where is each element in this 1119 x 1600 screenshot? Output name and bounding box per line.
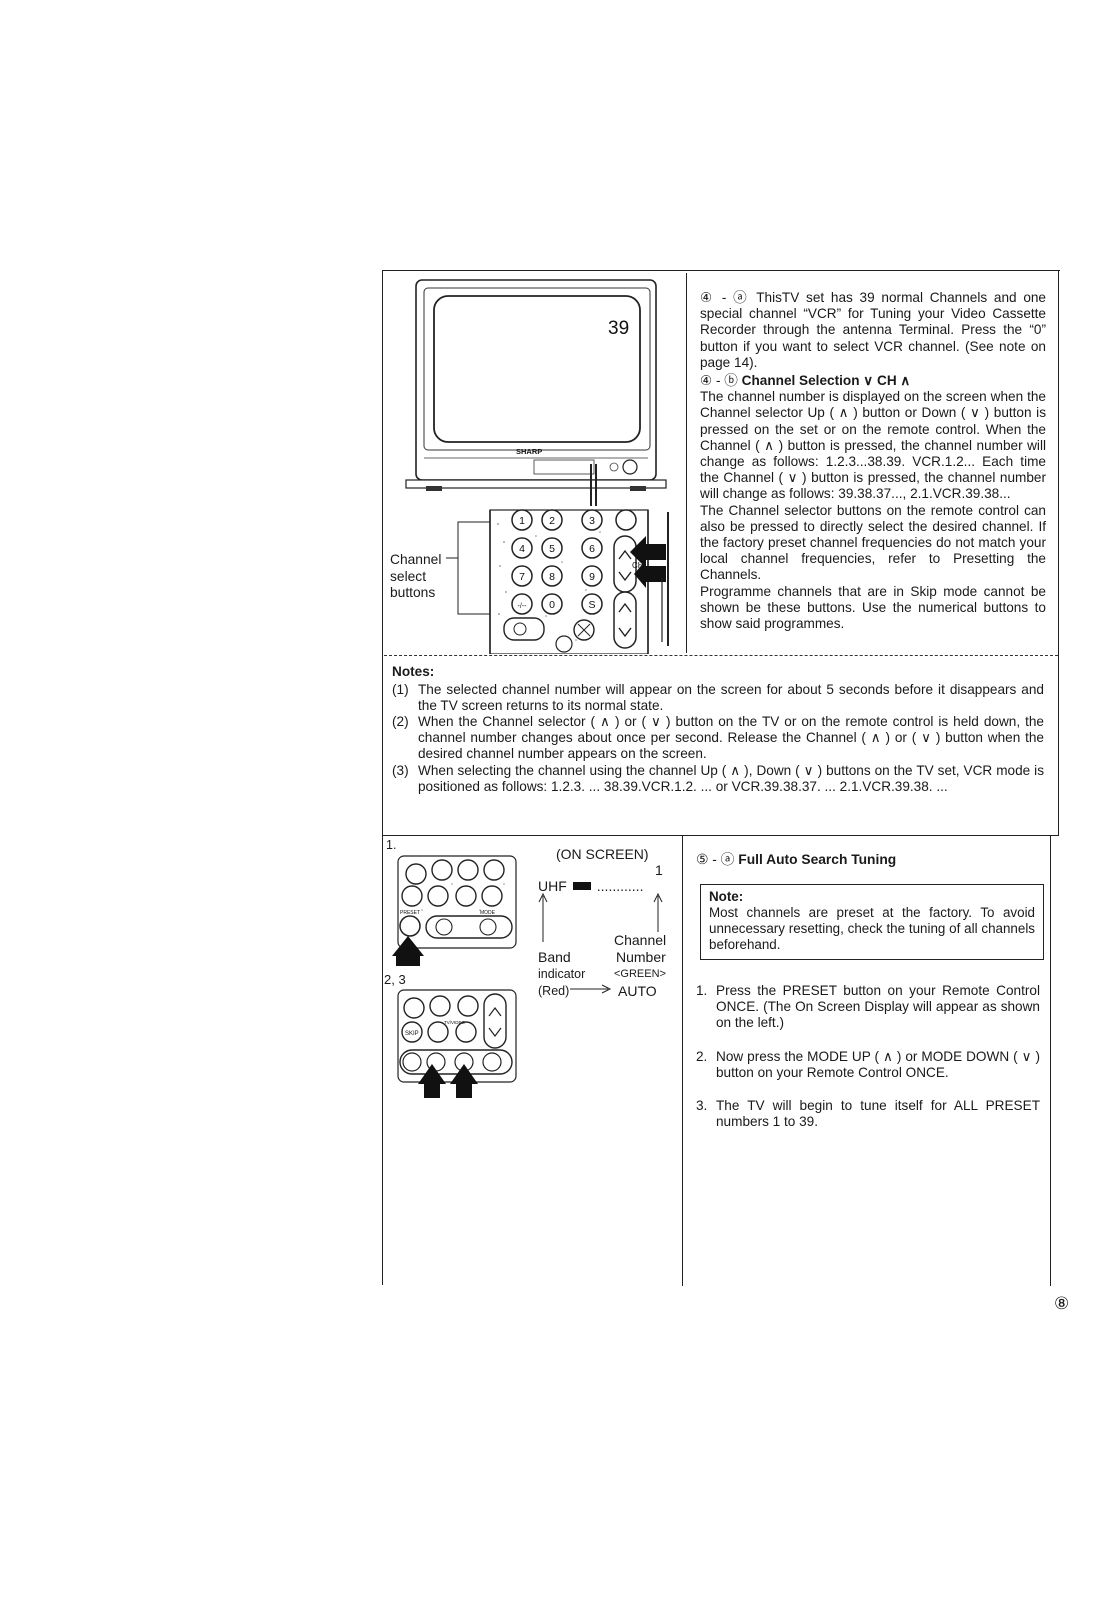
top-column-divider (686, 273, 687, 653)
arrow-mode-up-icon (418, 1064, 446, 1098)
para-4b-body-3: Programme channels that are in Skip mode… (700, 583, 1046, 632)
osd-dots: ............ (596, 878, 644, 894)
step-number: 3. (696, 1098, 708, 1114)
step-item: 3. The TV will begin to tune itself for … (696, 1098, 1040, 1130)
note-number: (2) (392, 714, 409, 730)
note-item: (2) When the Channel selector ( ∧ ) or (… (392, 714, 1044, 761)
para-4b-heading-line: ④ - ⓑ Channel Selection ∨ CH ∧ (700, 373, 1046, 389)
osd-band-indicator (572, 882, 591, 890)
note-number: (1) (392, 681, 409, 697)
para-4b-body-1: The channel number is displayed on the s… (700, 389, 1046, 502)
arrow-ch-up-icon (630, 536, 666, 568)
osd-channel-label: Channel (614, 932, 667, 948)
osd-band-label: Band (538, 949, 571, 965)
note-box-text: Most channels are preset at the factory.… (709, 905, 1035, 952)
frame-right-rule (1058, 270, 1059, 836)
frame-left-rule (382, 270, 383, 1285)
note-item: (1) The selected channel number will app… (392, 682, 1044, 714)
section-5-heading-line: ⑤ - ⓐ Full Auto Search Tuning (696, 848, 896, 868)
para-4b-marker: ④ - ⓑ (700, 373, 738, 389)
key-dash: -/-- (518, 603, 528, 610)
bottom-column-divider (682, 836, 683, 1286)
note-number: (3) (392, 762, 409, 778)
callout-line-1: Channel (390, 552, 442, 567)
ch-label: CH (632, 561, 644, 570)
step-item: 2. Now press the MODE UP ( ∧ ) or MODE D… (696, 1049, 1040, 1081)
key-4: 4 (519, 543, 525, 555)
remote-tvvideo-label: TV/VIDEO (444, 1020, 466, 1025)
osd-band: UHF (538, 878, 567, 894)
key-3: 3 (589, 515, 595, 527)
on-screen-caption: (ON SCREEN) (556, 846, 649, 862)
note-box-heading: Note: (709, 889, 744, 904)
callout-line-3: buttons (390, 585, 436, 600)
tv-screen-number: 39 (608, 318, 629, 339)
tv-remote-illustration: 39 SHARP 1 2 3 4 5 6 7 8 9 -/-- 0 (405, 279, 669, 654)
section-5-marker: ⑤ - ⓐ (696, 852, 735, 867)
section-4-text: ④ - ⓐ ThisTV set has 39 normal Channels … (700, 290, 1046, 632)
osd-auto-label: AUTO (618, 983, 657, 999)
tv-screen (433, 295, 641, 443)
osd-leader-lines (538, 892, 663, 994)
notes-bottom-rule (382, 835, 1059, 836)
osd-line: UHF ............ (538, 878, 643, 894)
step-text: Now press the MODE UP ( ∧ ) or MODE DOWN… (716, 1048, 1040, 1080)
step-number: 1. (696, 983, 708, 998)
key-5: 5 (549, 543, 555, 555)
step-23-label: 2, 3 (384, 972, 406, 987)
callout-line-2: select (390, 568, 427, 584)
step-number: 2. (696, 1048, 708, 1064)
note-item: (3) When selecting the channel using the… (392, 763, 1044, 795)
para-4a: ④ - ⓐ ThisTV set has 39 normal Channels … (700, 290, 1046, 371)
key-0: 0 (549, 599, 555, 611)
key-2: 2 (549, 515, 555, 527)
para-4a-body: ThisTV set has 39 normal Channels and on… (700, 290, 1046, 370)
key-1: 1 (519, 515, 525, 527)
frame-top-rule (382, 270, 1060, 271)
notes-heading: Notes: (392, 664, 435, 679)
key-s: S (588, 599, 595, 611)
step-text: The TV will begin to tune itself for ALL… (716, 1098, 1040, 1130)
remote-skip-label: SKIP (405, 1031, 419, 1037)
section-5-note-box: Note: Most channels are preset at the fa… (700, 884, 1044, 960)
dashed-separator (384, 655, 1058, 656)
key-6: 6 (589, 543, 595, 555)
remote-mode-label: MODE (480, 910, 496, 916)
key-8: 8 (549, 571, 555, 583)
notes-section: Notes: (1) The selected channel number w… (392, 664, 1044, 795)
osd-channel-number: 1 (655, 862, 663, 878)
arrow-mode-down-icon (450, 1064, 478, 1098)
note-text: When the Channel selector ( ∧ ) or ( ∨ )… (418, 714, 1044, 761)
page-number: ⑧ (1054, 1294, 1070, 1313)
step-text: Press the PRESET button on your Remote C… (716, 983, 1040, 1031)
remote-preset-label: PRESET (400, 910, 420, 916)
key-7: 7 (519, 571, 525, 583)
section-5-heading: Full Auto Search Tuning (738, 852, 897, 867)
step-item: 1. Press the PRESET button on your Remot… (696, 983, 1040, 1032)
osd-number-label: Number (616, 949, 666, 965)
channel-select-callout: Channel select buttons (390, 552, 441, 602)
section-5-steps: 1. Press the PRESET button on your Remot… (696, 983, 1040, 1147)
para-4b-body-2: The Channel selector buttons on the remo… (700, 502, 1046, 583)
osd-red-label: (Red) (538, 984, 570, 998)
key-9: 9 (589, 571, 595, 583)
osd-indicator-label: indicator (538, 967, 586, 981)
remote-preset-illustration: PRESET MODE SKIP TV/VIDEO (392, 855, 517, 1098)
note-text: The selected channel number will appear … (418, 681, 1044, 713)
step-1-label: 1. (386, 838, 397, 852)
arrow-ch-down-icon (634, 560, 666, 588)
bottom-right-rule (1050, 836, 1051, 1286)
osd-green-label: <GREEN> (614, 968, 666, 980)
para-4a-marker: ④ - ⓐ (700, 290, 750, 305)
para-4b-heading: Channel Selection ∨ CH ∧ (741, 373, 911, 389)
note-text: When selecting the channel using the cha… (418, 762, 1044, 794)
preset-button (399, 915, 421, 937)
arrow-preset-icon (392, 936, 424, 966)
tv-brand-logo: SHARP (516, 447, 542, 456)
